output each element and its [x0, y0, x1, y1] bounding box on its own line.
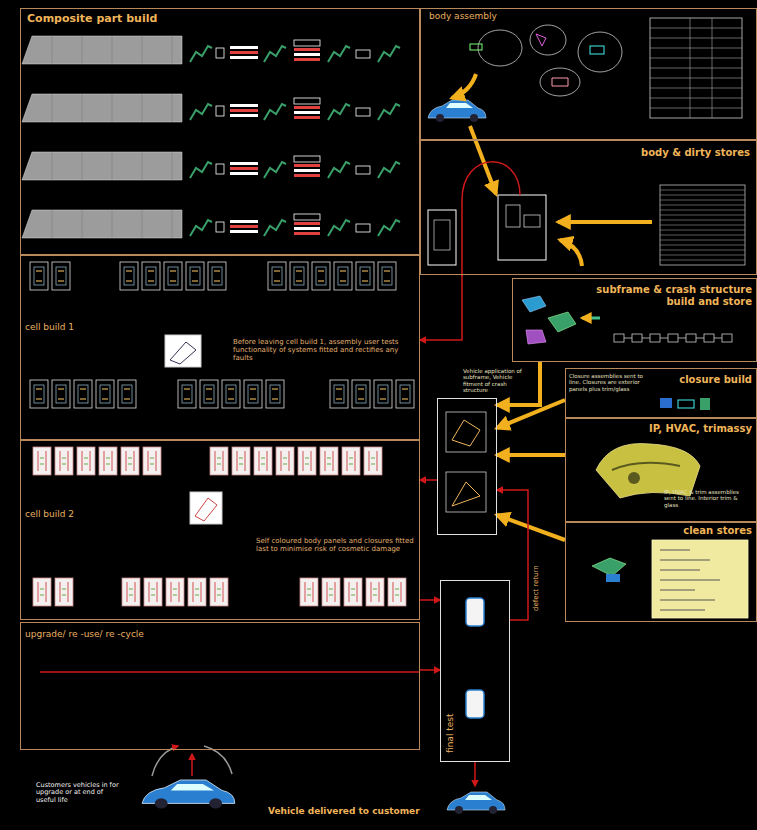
region-title: upgrade/ re -use/ re -cycle [25, 629, 144, 639]
clean-stores-layout [592, 540, 748, 618]
note-text: Before leaving cell build 1, assembly us… [233, 338, 403, 362]
flow-arrow [497, 515, 565, 540]
region-title: closure build [679, 374, 752, 386]
region-box: upgrade/ re -use/ re -cycle [20, 622, 420, 750]
region-title: Vehicle application of subframe, Vehicle… [463, 368, 525, 393]
final-test-cars [466, 598, 484, 786]
region-title: body assembly [429, 11, 497, 21]
note-text: Self coloured body panels and closures f… [256, 537, 416, 553]
region-box: cell build 1 Before leaving cell build 1,… [20, 255, 420, 440]
region-box: closure build Closure assemblies sent to … [565, 368, 757, 418]
flow-arrow [420, 275, 462, 340]
region-title: cell build 2 [25, 509, 74, 519]
body-stores-layout [428, 162, 745, 276]
note-text: Closure assemblies sent to line. Closure… [569, 373, 649, 392]
caption-label: Customers vehicles in for upgrade or at … [36, 782, 124, 804]
region-box: IP, HVAC, trimassyIP, HVAC & trim assemb… [565, 418, 757, 522]
cell-build-1-layout [30, 262, 414, 408]
region-box: cell build 2 Self coloured body panels an… [20, 440, 420, 620]
station-machines [446, 412, 486, 512]
closure-layout [660, 398, 710, 410]
flow-arrow [420, 669, 440, 671]
note-text: IP, HVAC & trim assemblies sent to line.… [664, 489, 752, 508]
region-box: Vehicle application of subframe, Vehicle… [437, 398, 497, 535]
region-box: clean stores [565, 522, 757, 622]
region-box: subframe & crash structure build and sto… [512, 278, 757, 362]
caption-label: Vehicle delivered to customer [268, 806, 420, 816]
edge-label: defect return [532, 564, 540, 612]
cell-build-2-layout [33, 447, 406, 606]
region-title: final test [445, 713, 455, 753]
region-title: clean stores [683, 525, 752, 537]
flow-arrow [497, 453, 565, 457]
flow-arrow [420, 479, 437, 481]
region-title: cell build 1 [25, 322, 74, 332]
region-title: IP, HVAC, trimassy [649, 423, 752, 435]
region-title: subframe & crash structure build and sto… [592, 284, 752, 307]
region-box: Composite part build [20, 8, 420, 255]
region-box: final test [440, 580, 510, 762]
region-title: body & dirty stores [641, 147, 750, 159]
region-box: body & dirty stores [420, 140, 757, 275]
customer-cars [40, 672, 505, 814]
flow-arrow [497, 490, 528, 620]
flow-arrow [420, 599, 440, 601]
composite-lines [22, 36, 400, 238]
region-title: Composite part build [27, 13, 157, 26]
flow-arrow [497, 400, 565, 428]
region-box: body assembly [420, 8, 757, 140]
